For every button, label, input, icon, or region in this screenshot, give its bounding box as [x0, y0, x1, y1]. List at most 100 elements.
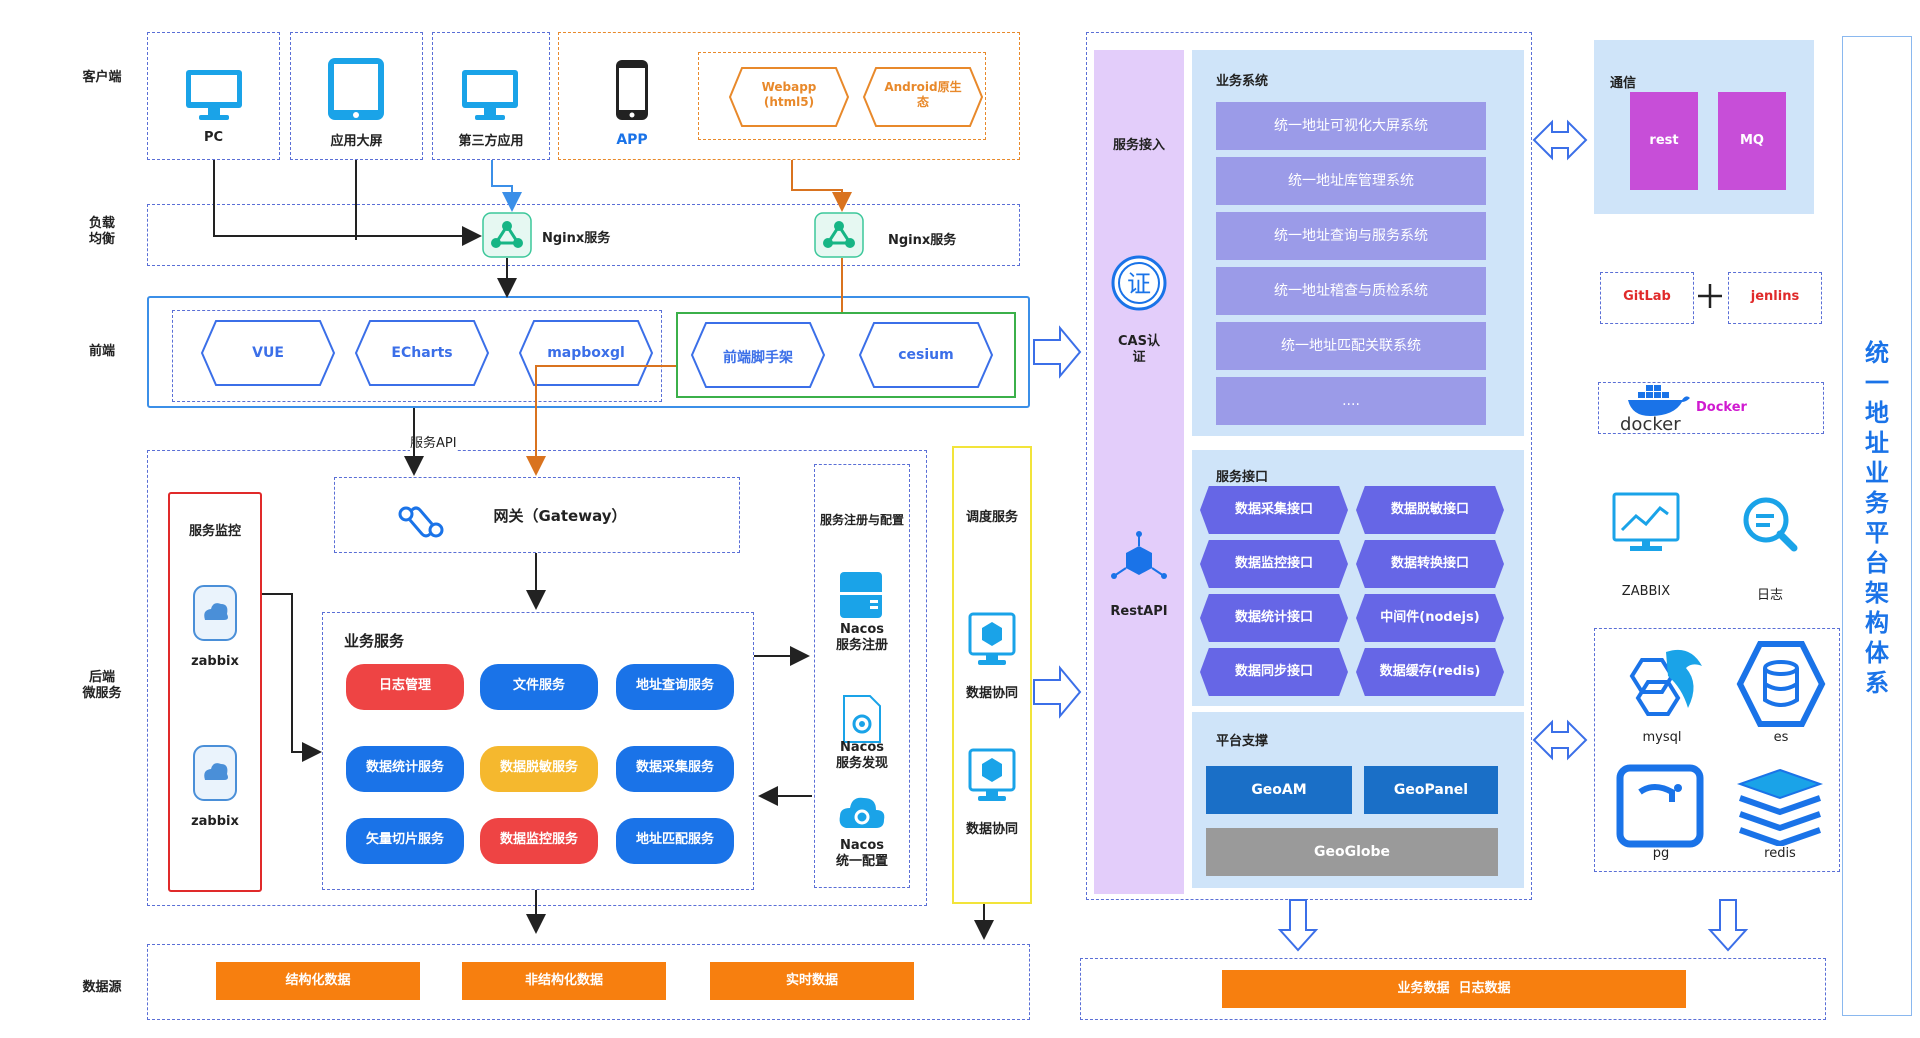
docker-logo-text: docker: [1620, 414, 1681, 435]
thirdparty-monitor-icon: [462, 70, 518, 120]
nacos-register-icon: [840, 572, 882, 618]
access-title: 服务接入: [1112, 138, 1165, 153]
platform-geoam: GeoAM: [1206, 766, 1352, 814]
schedule-item-1: 数据协同: [965, 686, 1018, 701]
registry-title: 服务注册与配置: [819, 513, 904, 527]
lb-row-box: [147, 204, 1020, 266]
client-web-group: [698, 52, 986, 140]
interface-item: 数据转换接口: [1356, 540, 1504, 588]
gitlab-label: GitLab: [1623, 289, 1671, 304]
client-thirdparty-label: 第三方应用: [458, 134, 524, 149]
svg-text:证: 证: [1127, 270, 1151, 298]
center-bottom-bar: 业务数据 日志数据: [1222, 970, 1686, 1008]
phone-icon: [616, 60, 648, 120]
zabbix-chart-icon: [1612, 492, 1680, 551]
registry-item-register: Nacos 服务注册: [835, 622, 888, 653]
nacos-discovery-icon: [843, 695, 881, 743]
service-pill: 数据脱敏服务: [480, 746, 598, 792]
schedule-box: [952, 446, 1032, 904]
frontend-green-box: [676, 312, 1016, 398]
row-label-client: 客户端: [82, 70, 122, 85]
service-pill: 数据采集服务: [616, 746, 734, 792]
client-bigscreen-label: 应用大屏: [330, 134, 383, 149]
restapi-label: RestAPI: [1110, 604, 1168, 619]
biz-services-title: 业务服务: [344, 632, 405, 650]
biz-system-item: 统一地址库管理系统: [1216, 157, 1486, 205]
log-search-icon: [1743, 497, 1798, 552]
biz-systems-title: 业务系统: [1216, 74, 1269, 89]
datasource-realtime: 实时数据: [710, 962, 914, 1000]
docker-label: Docker: [1696, 400, 1747, 415]
vertical-title-box: [1842, 36, 1912, 1016]
frontend-item-scaffold: 前端脚手架: [723, 350, 793, 366]
webapp-hexagon: [728, 67, 850, 127]
monitor-title: 服务监控: [188, 524, 241, 539]
datasource-row-box: [147, 944, 1030, 1020]
biz-system-item: 统一地址匹配关联系统: [1216, 322, 1486, 370]
monitor-zabbix-1: zabbix: [191, 654, 239, 669]
client-thirdparty-box: [432, 32, 550, 160]
docker-whale-icon: [1628, 385, 1690, 416]
row-label-backend: 后端 微服务: [82, 670, 122, 701]
client-bigscreen-box: [290, 32, 423, 160]
biz-system-item: 统一地址查询与服务系统: [1216, 212, 1486, 260]
client-pc-label: PC: [203, 130, 224, 145]
comm-mq: MQ: [1718, 92, 1786, 190]
zabbix-label: ZABBIX: [1621, 584, 1671, 599]
pg-icon: [1616, 764, 1704, 848]
center-bottom-box: [1080, 958, 1826, 1020]
vertical-title: 统一地址业务平台架构体系: [1865, 339, 1889, 697]
platform-geopanel: GeoPanel: [1364, 766, 1498, 814]
monitor-zabbix-2: zabbix: [191, 814, 239, 829]
biz-system-item: 统一地址可视化大屏系统: [1216, 102, 1486, 150]
db-es-label: es: [1773, 730, 1789, 745]
log-label: 日志: [1756, 588, 1783, 603]
plus-icon: [1698, 284, 1722, 308]
registry-item-discovery: Nacos 服务发现: [835, 740, 888, 771]
service-pill: 矢量切片服务: [346, 818, 464, 864]
access-column: [1094, 50, 1184, 894]
es-icon: [1736, 641, 1826, 727]
jenkins-box: [1728, 272, 1822, 324]
schedule-item-2: 数据协同: [965, 822, 1018, 837]
service-pill: 地址匹配服务: [616, 818, 734, 864]
client-pc-box: [147, 32, 280, 160]
gitlab-box: [1600, 272, 1694, 324]
interface-item: 数据脱敏接口: [1356, 486, 1504, 534]
db-pg-label: pg: [1652, 846, 1670, 861]
service-pill: 文件服务: [480, 664, 598, 710]
edge-label-service-api: 服务API: [410, 432, 457, 451]
platform-geoglobe: GeoGlobe: [1206, 828, 1498, 876]
row-label-datasource: 数据源: [82, 980, 122, 995]
client-app-label: APP: [616, 132, 648, 148]
client-android-label: Android原生 态: [884, 80, 962, 109]
cas-cert-icon: 证: [1111, 255, 1167, 311]
row-label-frontend: 前端: [88, 344, 115, 359]
comm-title: 通信: [1610, 76, 1637, 91]
row-label-lb: 负载 均衡: [88, 216, 115, 247]
service-pill: 数据监控服务: [480, 818, 598, 864]
platform-title: 平台支撑: [1216, 734, 1269, 749]
jenkins-label: jenlins: [1750, 289, 1800, 304]
pc-monitor-icon: [186, 70, 242, 120]
tablet-icon: [328, 58, 384, 120]
client-webapp-label: Webapp (html5): [761, 80, 817, 109]
registry-item-config: Nacos 统一配置: [835, 838, 888, 869]
data-sync-icon-1: [968, 612, 1016, 665]
nginx-right-icon: [814, 212, 864, 258]
zabbix-cloud-icon-2: [193, 745, 237, 801]
db-box: [1594, 628, 1840, 872]
nginx-left-icon: [482, 212, 532, 258]
comm-rest: rest: [1630, 92, 1698, 190]
mysql-icon: [1629, 649, 1702, 716]
biz-services-box: [322, 612, 754, 890]
gateway-link-icon: [398, 506, 444, 538]
service-pill: 地址查询服务: [616, 664, 734, 710]
frontend-inner-box: [172, 310, 662, 402]
android-hexagon: [862, 67, 984, 127]
cas-label: CAS认 证: [1118, 334, 1160, 365]
datasource-unstructured: 非结构化数据: [462, 962, 666, 1000]
restapi-cube-icon: [1111, 531, 1167, 579]
gateway-label: 网关（Gateway）: [493, 507, 627, 525]
interface-item: 数据统计接口: [1200, 594, 1348, 642]
